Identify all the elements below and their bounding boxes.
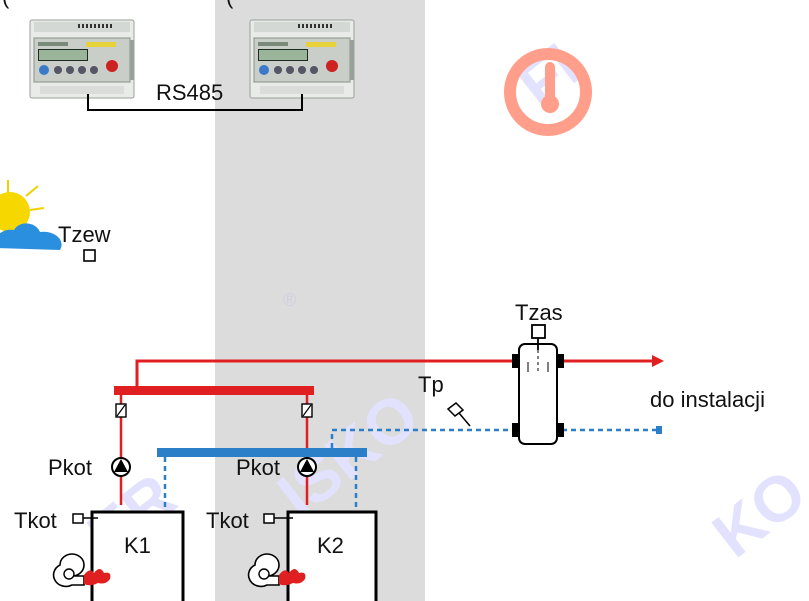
svg-text:KO: KO bbox=[699, 455, 809, 571]
boiler-sensor-1-icon bbox=[72, 513, 84, 524]
controller-1-paren: ( bbox=[2, 0, 10, 9]
boiler-sensor-2-label: Tkot bbox=[206, 508, 249, 533]
supply-sensor-icon bbox=[531, 324, 546, 339]
watermark-registered: ® bbox=[283, 290, 296, 310]
supply-sensor-label: Tzas bbox=[515, 300, 563, 325]
sun-cloud-icon bbox=[0, 180, 62, 250]
installation-label: do instalacji bbox=[650, 387, 765, 412]
rs485-label: RS485 bbox=[156, 80, 223, 105]
boiler-1 bbox=[90, 510, 185, 601]
pump-2-label: Pkot bbox=[236, 455, 280, 480]
controller-module-icon bbox=[29, 19, 135, 99]
boiler-2 bbox=[286, 510, 378, 601]
outdoor-sensor-label: Tzew bbox=[58, 222, 111, 247]
rs485-bus-line bbox=[87, 94, 303, 111]
watermark-thermometer-icon bbox=[504, 48, 592, 136]
controller-module-icon bbox=[249, 19, 355, 99]
boiler-sensor-2-icon bbox=[263, 513, 275, 524]
boiler-sensor-1-label: Tkot bbox=[14, 508, 57, 533]
pump-1-label: Pkot bbox=[48, 455, 92, 480]
check-valve-icon bbox=[115, 403, 313, 418]
hydraulic-separator-icon bbox=[512, 336, 564, 445]
outdoor-sensor-icon bbox=[83, 249, 96, 262]
boiler-1-label: K1 bbox=[124, 533, 151, 558]
pump-icon bbox=[111, 457, 131, 477]
pipe-sensor-label: Tp bbox=[418, 372, 444, 397]
boiler-2-label: K2 bbox=[317, 533, 344, 558]
controller-2-paren: ( bbox=[226, 0, 234, 9]
shaded-region bbox=[215, 0, 425, 601]
pipe-sensor-icon bbox=[446, 402, 471, 427]
return-piping bbox=[157, 426, 662, 512]
pump-icon bbox=[297, 457, 317, 477]
